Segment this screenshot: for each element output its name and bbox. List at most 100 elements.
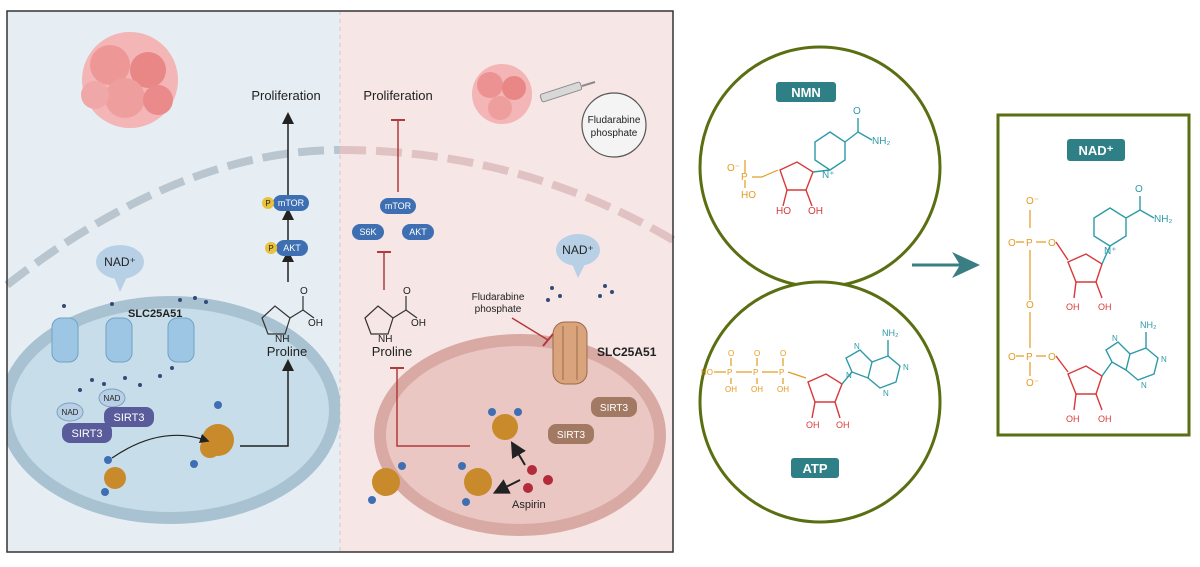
nad-upper-oh1: OH (1066, 302, 1080, 312)
transporter-label-right: SLC25A51 (597, 345, 657, 359)
sirt3-left-a: SIRT3 (104, 407, 154, 427)
nad-upper-phosphate (1016, 210, 1046, 300)
nmn-p: P (741, 172, 748, 183)
cell-membrane-right (339, 146, 676, 244)
akt-left-node: AKT P (265, 240, 308, 256)
nad-upper-ribose (1055, 241, 1103, 299)
phospho-mtor-text: P (265, 199, 270, 208)
atp-n1: N (903, 363, 909, 372)
atp-triphosphate (714, 358, 807, 384)
mitochondrion-left (7, 296, 340, 524)
s6k-right-text: S6K (359, 227, 376, 237)
atp-p2: P (753, 368, 758, 377)
nad-molecule-panel: NAD⁺ O⁻ P O O O P O O O⁻ OH (996, 113, 1191, 437)
tumor-cluster-large-icon (81, 32, 178, 128)
nad-amide-o: O (1135, 184, 1143, 195)
nmn-o-minus: O⁻ (727, 163, 740, 174)
nmn-badge-text: NMN (791, 85, 821, 100)
nad-adenine-nh2: NH₂ (1140, 320, 1157, 330)
fludarabine-inhibition-line (511, 317, 549, 341)
proline-left-o: O (300, 286, 308, 297)
atp-o2: O (754, 349, 760, 358)
synthesis-arrow-head (952, 252, 980, 278)
nad-small-2: NAD (98, 388, 126, 408)
nad-upper-o-minus: O⁻ (1026, 196, 1039, 207)
atp-sugar-oh1: OH (806, 420, 820, 430)
nad-adenine (1101, 332, 1159, 381)
atp-oh3: OH (777, 385, 789, 394)
vial-label-line2: phosphate (591, 128, 638, 139)
atp-nh2: NH₂ (882, 328, 899, 338)
nad-bubble-left: NAD⁺ (96, 245, 144, 292)
mtor-right-text: mTOR (385, 201, 412, 211)
aspirin-arrow-1 (492, 479, 521, 494)
akt-left-text: AKT (283, 243, 301, 253)
atp-o1: O (728, 349, 734, 358)
nad-badge-text: NAD⁺ (1078, 143, 1113, 158)
nad-bubble-left-text: NAD⁺ (104, 255, 136, 269)
atp-n4: N (846, 371, 852, 380)
pathway-panel: Fludarabine phosphate NAD⁺ NAD⁺ SLC25 (4, 10, 676, 553)
proline-left-nh: NH (275, 334, 289, 345)
nad-nicotinamide (1093, 196, 1155, 265)
atp-ho-terminal: HO (701, 368, 713, 377)
nmn-nh2: NH₂ (872, 136, 890, 147)
acetyl-markers (101, 401, 522, 506)
deacetylation-arrow (111, 433, 210, 459)
proline-structure-right (364, 296, 418, 335)
atp-n2: N (883, 389, 889, 398)
fludarabine-vial-bubble: Fludarabine phosphate (581, 92, 647, 158)
nad-lower-ribose (1055, 355, 1103, 411)
vial-label-line1: Fludarabine (588, 115, 641, 126)
mtor-left-node: mTOR P (262, 195, 309, 211)
fludarabine-inhibition-bar (542, 333, 554, 347)
proline-left-oh: OH (308, 318, 323, 329)
nmn-molecule-panel: NMN P O⁻ HO HO OH N⁺ O NH₂ (698, 45, 942, 289)
atp-n3: N (854, 342, 860, 351)
enzyme-blobs (104, 414, 518, 496)
nad-n-plus: N⁺ (1104, 246, 1117, 257)
sirt3-right-a-text: SIRT3 (600, 403, 629, 414)
nmn-phosphate (744, 160, 779, 188)
nad-adenine-n3: N (1112, 334, 1118, 343)
phospho-akt-text: P (268, 244, 273, 253)
atp-oh1: OH (725, 385, 737, 394)
nmn-nicotinamide (812, 118, 873, 173)
nad-lower-phosphate (1016, 355, 1046, 376)
mtor-right-node: mTOR (380, 198, 416, 214)
nad-small-1: NAD (56, 402, 84, 422)
atp-o3: O (780, 349, 786, 358)
nad-small-2-text: NAD (104, 394, 121, 403)
aspirin-arrow-2 (510, 441, 526, 466)
proliferation-left-label: Proliferation (251, 88, 320, 103)
nad-lower-o-minus: O⁻ (1026, 378, 1039, 389)
nad-upper-p: P (1026, 238, 1033, 249)
mitochondrion-right (374, 334, 666, 536)
nad-nh2: NH₂ (1154, 214, 1172, 225)
transporter-label-left: SLC25A51 (128, 308, 182, 320)
proline-right-o: O (403, 286, 411, 297)
nad-lower-p: P (1026, 352, 1033, 363)
proline-inhibition-line (396, 368, 470, 447)
nmn-sugar-oh: OH (808, 206, 823, 217)
nmn-amide-o: O (853, 106, 861, 117)
nad-upper-o-right: O (1048, 238, 1056, 249)
atp-adenine (841, 340, 901, 389)
proline-right-oh: OH (411, 318, 426, 329)
nad-bridge-o: O (1026, 300, 1034, 311)
akt-right-text: AKT (409, 227, 427, 237)
syringe-icon (539, 81, 596, 103)
nad-dots (62, 284, 614, 392)
proline-left-label: Proline (267, 344, 307, 359)
atp-p3: P (779, 368, 784, 377)
proline-right-nh: NH (378, 334, 392, 345)
slc25a51-transporters-left (51, 317, 195, 363)
nad-lower-o-right: O (1048, 352, 1056, 363)
atp-p1: P (727, 368, 732, 377)
aspirin-particles (523, 465, 553, 493)
nad-lower-oh2: OH (1098, 414, 1112, 424)
nad-lower-o-left: O (1008, 352, 1016, 363)
atp-badge (791, 458, 839, 478)
nmn-ribose (779, 161, 814, 207)
